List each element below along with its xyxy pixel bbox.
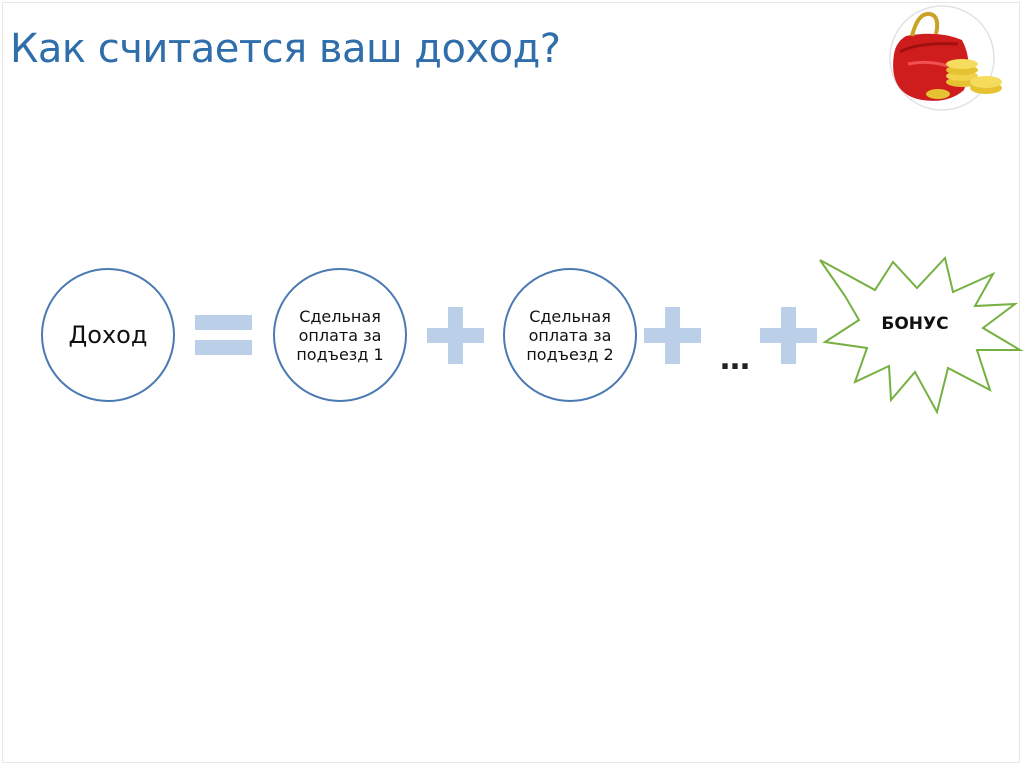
purse-coins-icon bbox=[878, 4, 1008, 112]
income-label: Доход bbox=[69, 321, 148, 349]
income-circle: Доход bbox=[41, 268, 175, 402]
plus-sign-1 bbox=[427, 307, 484, 364]
plus-sign-3-vertical bbox=[781, 307, 796, 364]
plus-sign-2 bbox=[644, 307, 701, 364]
bonus-label: БОНУС bbox=[860, 314, 970, 334]
plus-sign-2-vertical bbox=[665, 307, 680, 364]
plus-sign-3 bbox=[760, 307, 817, 364]
term1-circle: Сдельная оплата за подъезд 1 bbox=[273, 268, 407, 402]
term1-label: Сдельная оплата за подъезд 1 bbox=[287, 307, 393, 364]
ellipsis: … bbox=[720, 342, 751, 377]
equals-sign-top-bar bbox=[195, 315, 252, 330]
equals-sign-bottom-bar bbox=[195, 340, 252, 355]
term2-circle: Сдельная оплата за подъезд 2 bbox=[503, 268, 637, 402]
slide-title: Как считается ваш доход? bbox=[10, 26, 560, 72]
term2-label: Сдельная оплата за подъезд 2 bbox=[517, 307, 623, 364]
plus-sign-1-vertical bbox=[448, 307, 463, 364]
